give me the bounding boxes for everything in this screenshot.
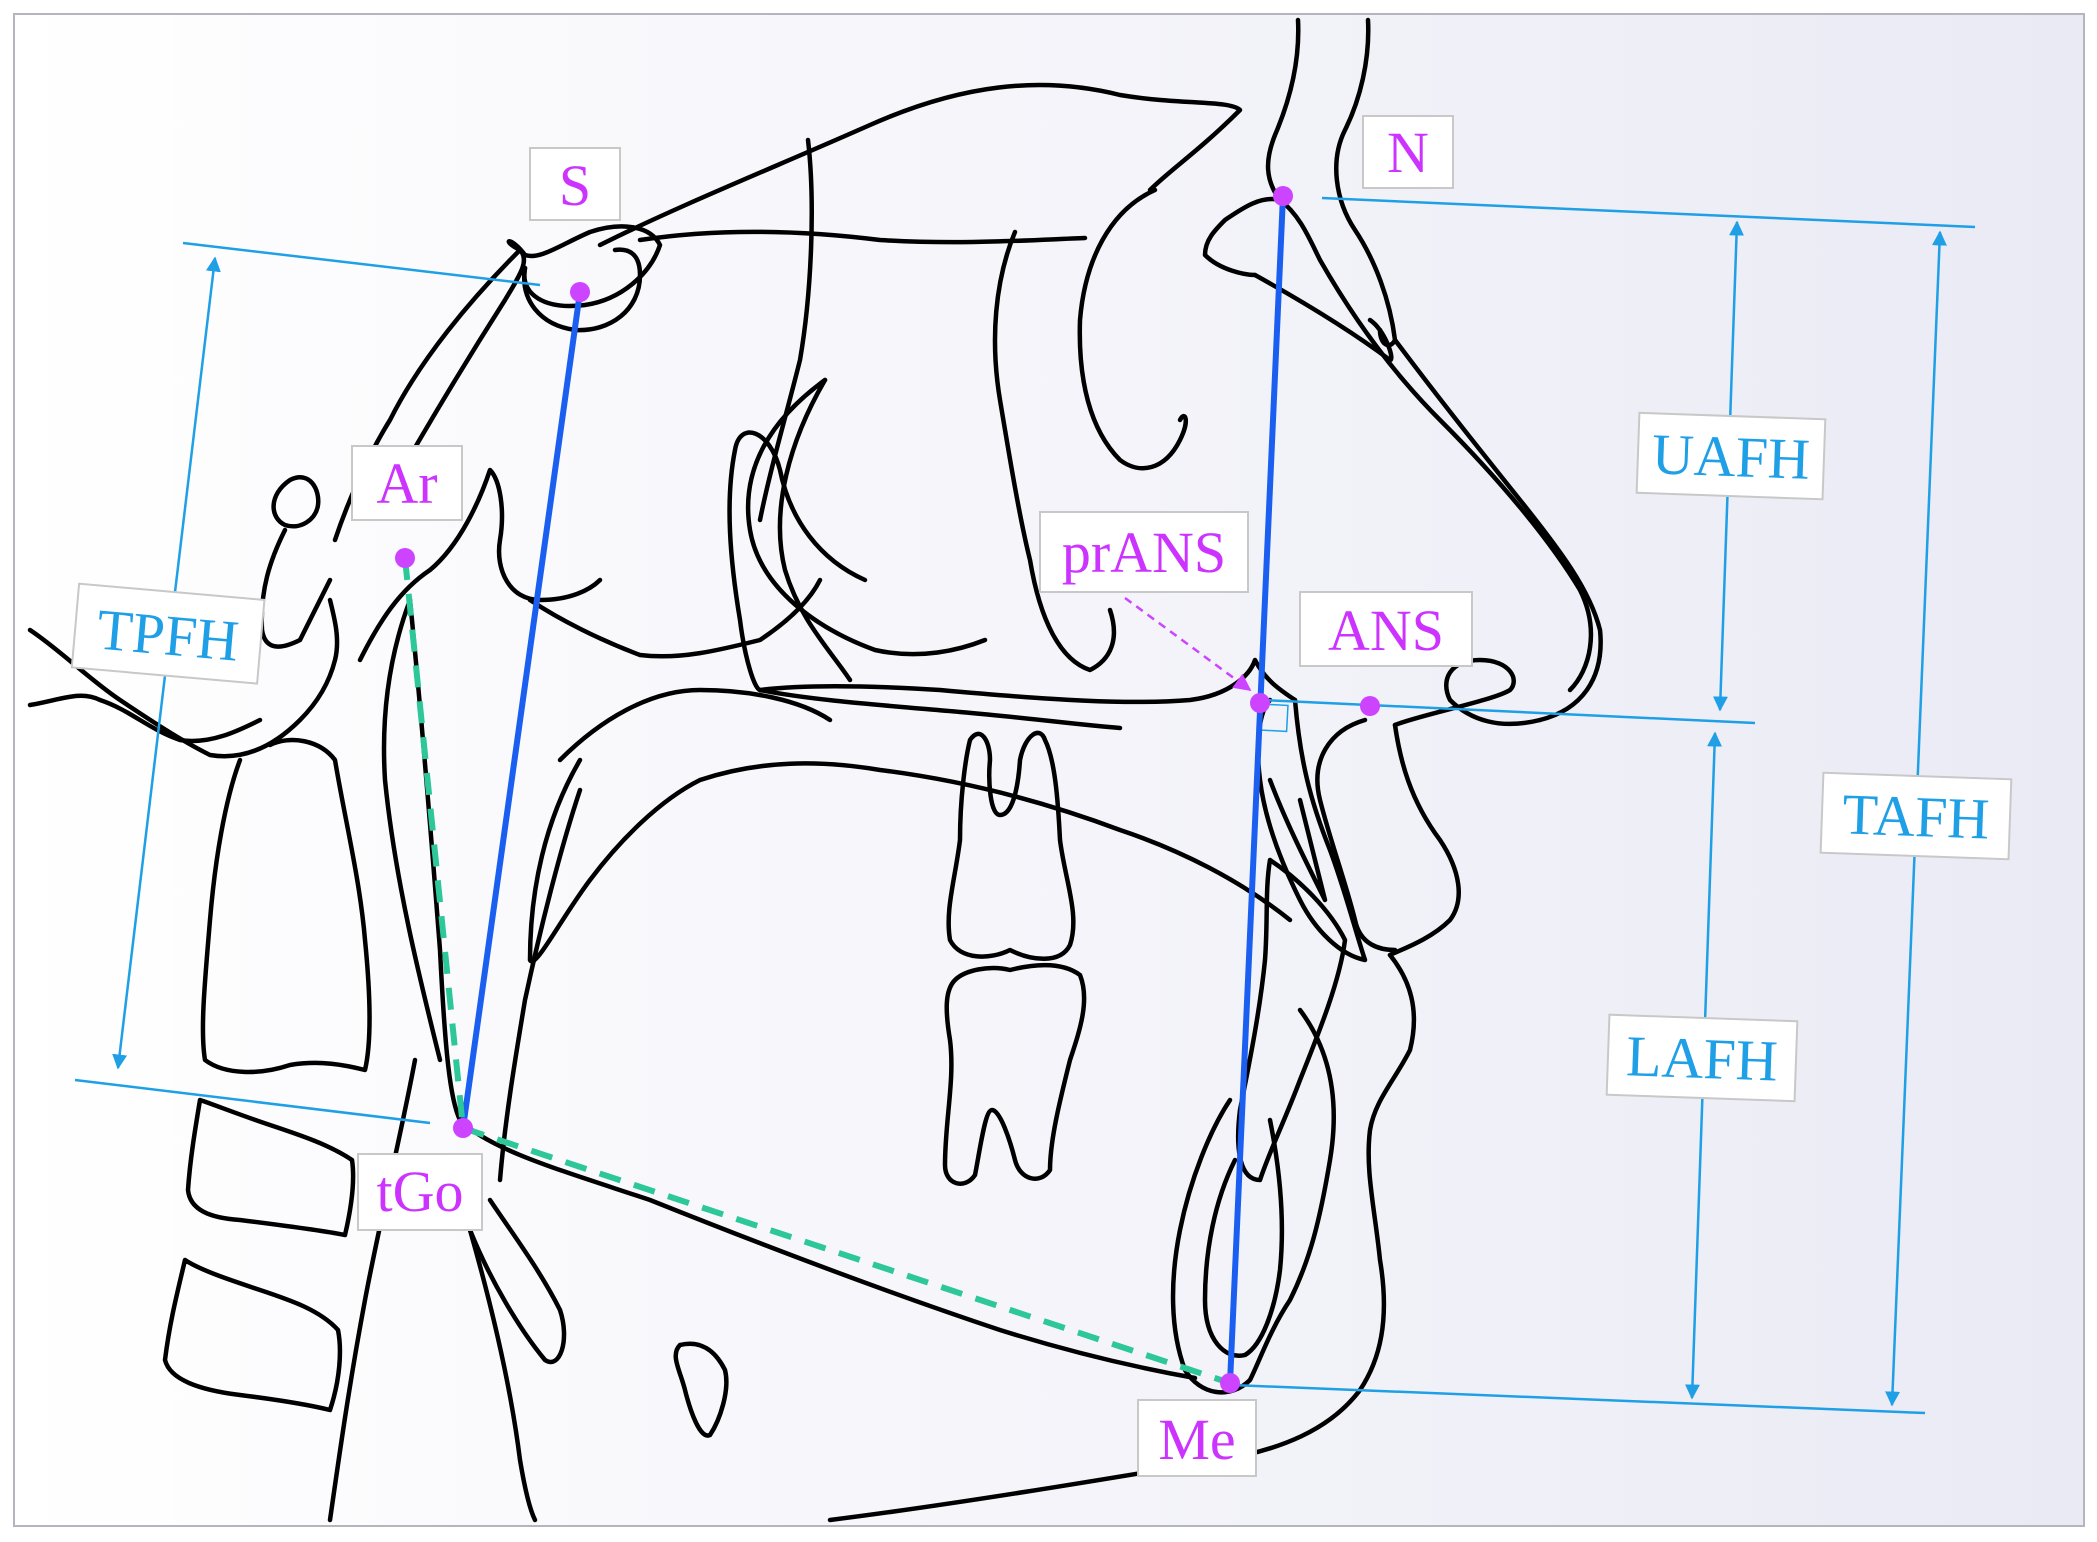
vertebra-c4 — [162, 1257, 343, 1413]
label-Ar: Ar — [351, 445, 463, 521]
orbit-rim — [1077, 187, 1188, 471]
nasion-notch — [1202, 196, 1283, 278]
mastoid — [259, 527, 333, 649]
lower-incisor — [1235, 857, 1348, 1183]
measurement-labels: TPFH UAFH LAFH TAFH — [70, 411, 2013, 1103]
coronoid-notch — [527, 577, 823, 659]
label-tGo-text: tGo — [377, 1159, 464, 1224]
S-dot-icon — [570, 282, 590, 302]
label-Me-text: Me — [1158, 1407, 1235, 1472]
facial-height-lines — [460, 193, 1286, 1386]
label-TAFH-text: TAFH — [1841, 781, 1990, 851]
label-UAFH-text: UAFH — [1651, 421, 1811, 491]
ramus-posterior — [381, 597, 443, 1063]
lingual-cortex — [497, 787, 583, 1183]
label-S: S — [529, 147, 621, 221]
lower-molar — [942, 962, 1087, 1186]
vertebra-c3 — [185, 1097, 356, 1238]
prANS-horizontal-reference — [1261, 698, 1756, 725]
inner-ramus — [527, 757, 1293, 964]
N-Me-line — [1227, 193, 1286, 1386]
orbit-posterior — [992, 229, 1117, 673]
clivus-posterior — [332, 247, 523, 543]
label-TPFH-text: TPFH — [94, 597, 241, 674]
label-Ar-text: Ar — [376, 451, 437, 516]
symphysis-inner — [1202, 1117, 1285, 1358]
label-prANS-text: prANS — [1062, 520, 1226, 585]
label-TPFH: TPFH — [70, 582, 266, 685]
upper-lip — [1387, 722, 1461, 958]
ear-rod — [271, 475, 321, 529]
cranial-base-outline — [382, 224, 663, 503]
frontal-inner — [1334, 17, 1398, 348]
symphysis-outer — [1170, 1007, 1336, 1395]
spine-anterior-line — [327, 1057, 418, 1523]
pterygoid-line — [757, 137, 814, 523]
nose-tip — [1392, 657, 1543, 728]
planum — [637, 229, 1088, 245]
occipital — [27, 597, 340, 759]
label-LAFH-text: LAFH — [1625, 1023, 1779, 1093]
maxilla-posterior — [727, 430, 868, 693]
upper-lip-inner — [1315, 717, 1398, 953]
label-N: N — [1362, 115, 1454, 189]
label-Me: Me — [1137, 1399, 1257, 1477]
anterior-cranial-base — [597, 82, 1243, 248]
label-tGo: tGo — [357, 1153, 483, 1231]
N-dot-icon — [1273, 186, 1293, 206]
landmark-labels: S N Ar prANS ANS tGo Me — [351, 115, 1473, 1477]
Me-dot-icon — [1220, 1373, 1240, 1393]
upper-molar — [946, 730, 1076, 961]
label-ANS: ANS — [1299, 591, 1473, 667]
label-LAFH: LAFH — [1605, 1013, 1799, 1103]
tGo-dot-icon — [453, 1118, 473, 1138]
label-ANS-text: ANS — [1328, 598, 1444, 663]
landmark-dots — [395, 186, 1380, 1393]
N-horizontal-reference — [1321, 196, 1976, 229]
nasal-dorsum — [1392, 337, 1603, 723]
Ar-tGo-tangent — [402, 557, 466, 1129]
skull-outline — [27, 17, 1603, 1523]
Ar-dot-icon — [395, 548, 415, 568]
condyle — [357, 467, 603, 663]
sella-turcica — [521, 247, 643, 333]
palate-inferior — [757, 687, 1123, 731]
mandibular-canal — [557, 687, 833, 763]
tGo-horizontal-reference — [74, 1078, 431, 1125]
pharynx-wall — [467, 1197, 567, 1365]
gonial-dashed-lines — [402, 557, 1231, 1386]
lower-lip — [827, 952, 1417, 1523]
prANS-pointer — [1124, 596, 1252, 692]
pharynx-posterior — [467, 1227, 538, 1523]
label-N-text: N — [1387, 120, 1429, 185]
frontal-bone — [1265, 17, 1594, 693]
prANS-dot-icon — [1250, 693, 1270, 713]
label-UAFH: UAFH — [1635, 411, 1827, 501]
tGo-Me-tangent — [462, 1125, 1231, 1386]
upper-incisor — [1255, 697, 1368, 963]
upper-incisor-crown — [1267, 777, 1328, 903]
hyoid — [673, 1341, 729, 1438]
S-horizontal-reference — [182, 241, 541, 287]
Me-horizontal-reference — [1231, 1383, 1926, 1415]
label-prANS: prANS — [1039, 511, 1249, 593]
nasal-bone-detail — [1252, 272, 1394, 363]
S-tGo-line — [460, 289, 583, 1131]
palatal-plane — [757, 657, 1298, 705]
label-TAFH: TAFH — [1819, 771, 2013, 861]
ANS-dot-icon — [1360, 696, 1380, 716]
maxilla-tuber — [777, 377, 853, 683]
label-S-text: S — [559, 153, 591, 218]
